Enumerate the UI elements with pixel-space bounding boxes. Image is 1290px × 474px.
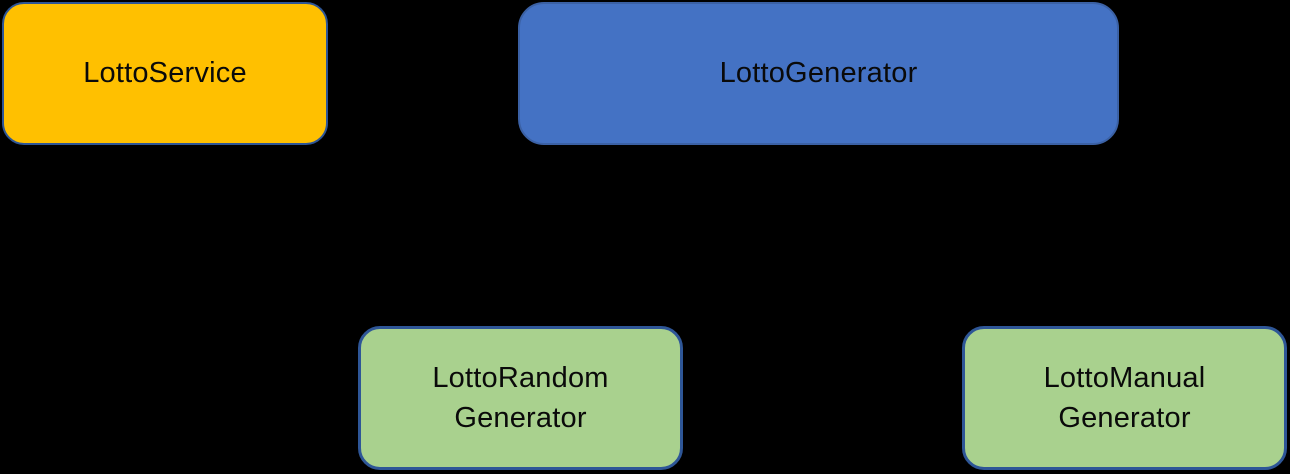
node-lotto-random-generator-label-line1: LottoRandom <box>432 361 609 394</box>
node-lotto-random-generator-label-line2: Generator <box>454 402 587 434</box>
node-lotto-service: LottoService <box>2 2 328 145</box>
node-lotto-manual-generator: LottoManual Generator <box>962 326 1287 470</box>
node-lotto-manual-generator-label-line2: Generator <box>1058 402 1191 434</box>
node-lotto-manual-generator-label-line1: LottoManual <box>1043 361 1206 394</box>
node-lotto-random-generator: LottoRandom Generator <box>358 326 683 470</box>
node-lotto-service-label: LottoService <box>83 57 247 90</box>
node-lotto-generator: LottoGenerator <box>518 2 1119 145</box>
node-lotto-generator-label: LottoGenerator <box>719 57 918 90</box>
